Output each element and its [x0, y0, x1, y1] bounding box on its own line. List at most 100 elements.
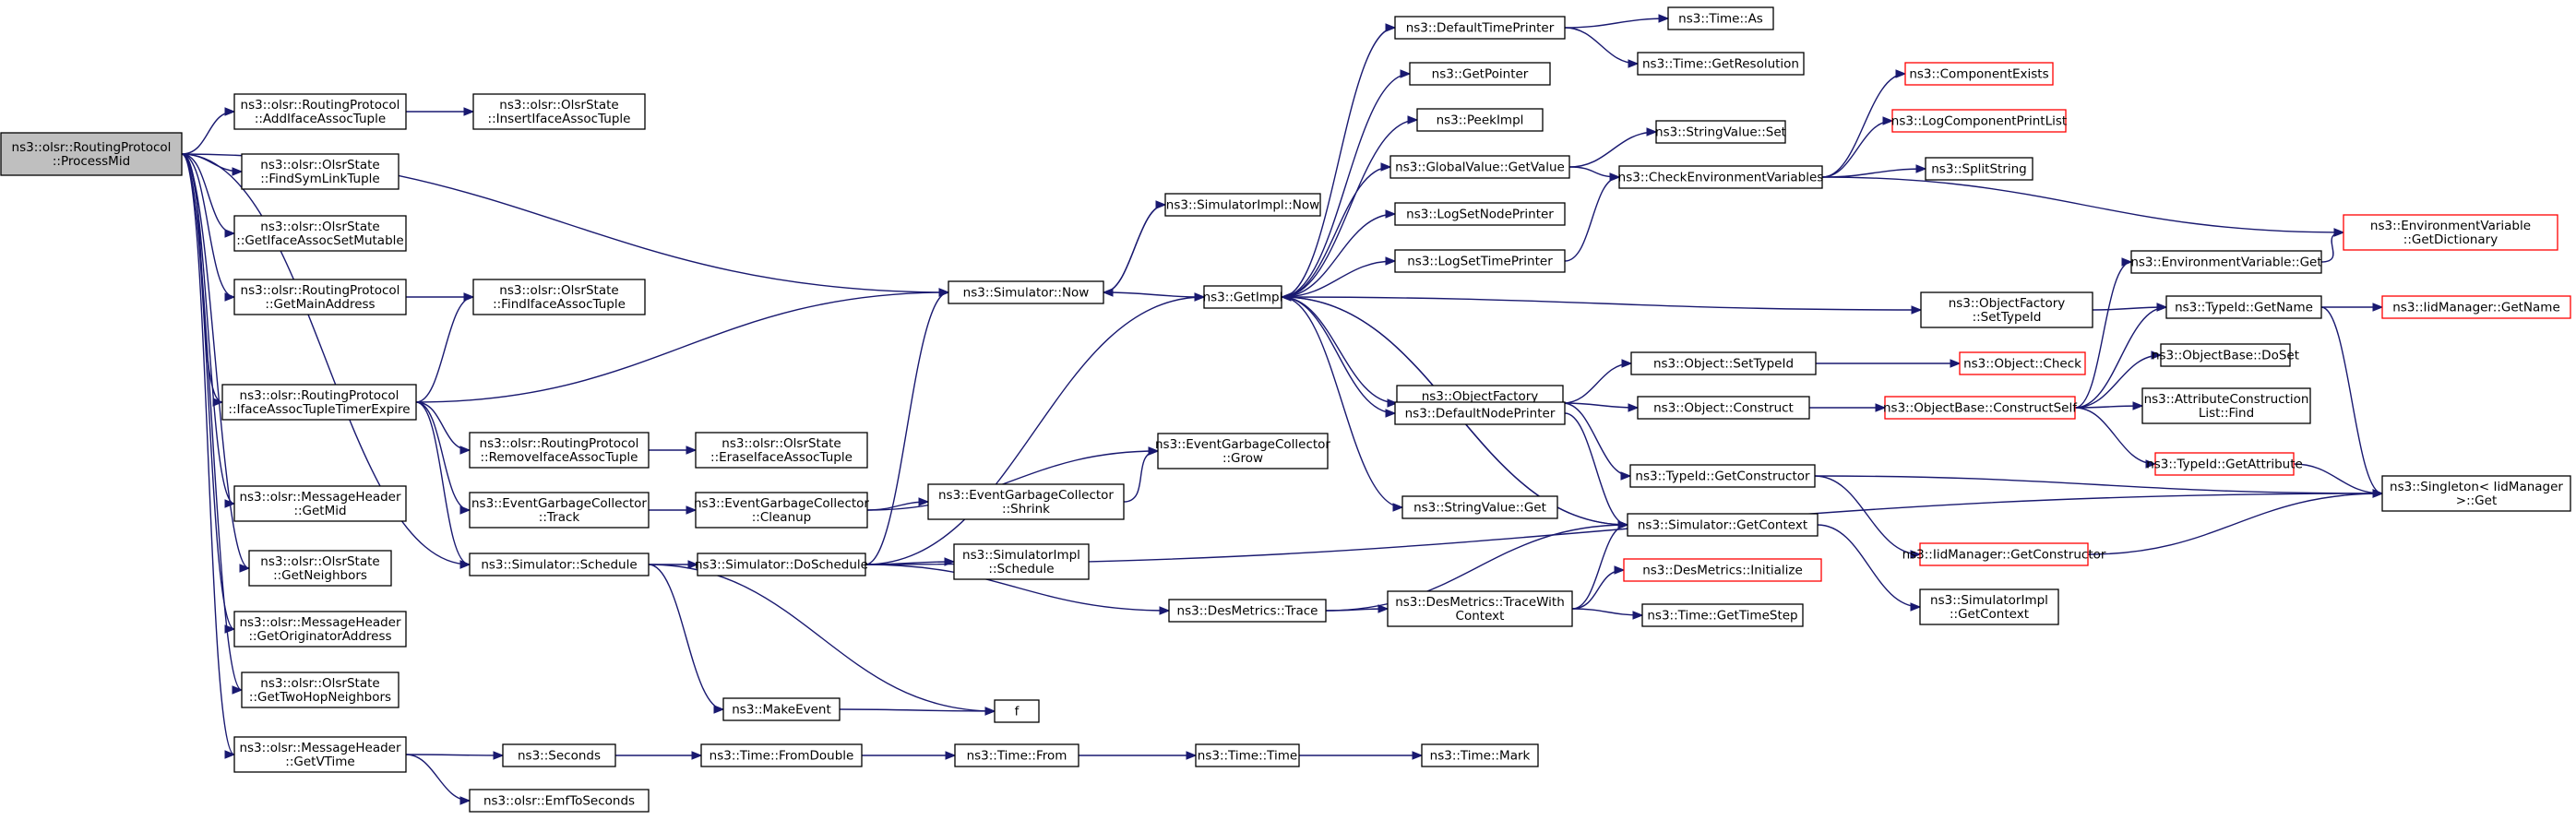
node-label: ns3::Time::GetTimeStep: [1647, 609, 1797, 624]
node-ns3-typeid-getconstructor[interactable]: ns3::TypeId::GetConstructor: [1629, 464, 1816, 488]
node-ns3-eventgarbagecollector-shrink[interactable]: ns3::EventGarbageCollector::Shrink: [927, 483, 1125, 520]
node-label: ns3::olsr::RoutingProtocol: [241, 283, 400, 298]
edge-line: [1281, 296, 1403, 508]
node-ns3-logsetnodeprinter[interactable]: ns3::LogSetNodePrinter: [1394, 202, 1566, 226]
node-ns3-globalvalue-getvalue[interactable]: ns3::GlobalValue::GetValue: [1389, 155, 1570, 179]
node-label: ns3::Time::GetResolution: [1642, 57, 1799, 72]
node-label: ns3::olsr::RoutingProtocol: [240, 388, 400, 403]
node-ns3-simulator-doschedule[interactable]: ns3::Simulator::DoSchedule: [695, 553, 868, 576]
node-ns3-eventgarbagecollector-grow[interactable]: ns3::EventGarbageCollector::Grow: [1155, 433, 1330, 469]
node-ns3-time-mark[interactable]: ns3::Time::Mark: [1421, 743, 1539, 767]
node-ns3-seconds[interactable]: ns3::Seconds: [502, 743, 616, 767]
node-ns3-olsr-routingprotocol-processmid[interactable]: ns3::olsr::RoutingProtocol::ProcessMid: [0, 132, 183, 176]
node-ns3-simulatorimpl-getcontext[interactable]: ns3::SimulatorImpl::GetContext: [1919, 588, 2059, 625]
node-f[interactable]: f: [994, 699, 1040, 723]
node-ns3-singleton-iidmanager-get[interactable]: ns3::Singleton< IidManager>::Get: [2381, 475, 2571, 512]
node-ns3-olsr-olsrstate-eraseifaceassoctuple[interactable]: ns3::olsr::OlsrState::EraseIfaceAssocTup…: [695, 432, 868, 469]
node-ns3-olsr-emftoseconds[interactable]: ns3::olsr::EmfToSeconds: [469, 789, 650, 813]
edge-n42-to-n53: [1571, 565, 1626, 610]
node-ns3-time-fromdouble[interactable]: ns3::Time::FromDouble: [700, 743, 863, 767]
node-ns3-olsr-olsrstate-insertifaceassoctuple[interactable]: ns3::olsr::OlsrState::InsertIfaceAssocTu…: [472, 93, 646, 130]
node-ns3-defaulttimeprinter[interactable]: ns3::DefaultTimePrinter: [1394, 16, 1566, 40]
node-ns3-iidmanager-getconstructor[interactable]: ns3::IidManager::GetConstructor: [1902, 542, 2106, 566]
node-ns3-time-from[interactable]: ns3::Time::From: [954, 743, 1079, 767]
edge-n30-to-n48: [1281, 296, 1923, 315]
edge-n60-to-n58: [2074, 303, 2168, 409]
edge-n39-to-n49: [1562, 359, 1633, 404]
node-ns3-splitstring[interactable]: ns3::SplitString: [1925, 157, 2033, 181]
node-ns3-olsr-olsrstate-gettwohopneighbors[interactable]: ns3::olsr::OlsrState::GetTwoHopNeighbors: [241, 671, 400, 708]
node-label: ns3::EnvironmentVariable::Get: [2130, 256, 2321, 270]
node-ns3-olsr-messageheader-getvtime[interactable]: ns3::olsr::MessageHeader::GetVTime: [233, 736, 407, 773]
node-label: ns3::Time::As: [1678, 12, 1763, 27]
node-box: [953, 543, 1090, 580]
edge-arrowhead: [1385, 23, 1397, 32]
node-ns3-time-as[interactable]: ns3::Time::As: [1667, 6, 1774, 30]
node-ns3-desmetrics-trace[interactable]: ns3::DesMetrics::Trace: [1168, 599, 1327, 623]
node-box: [248, 550, 392, 587]
node-ns3-simulatorimpl-schedule[interactable]: ns3::SimulatorImpl::Schedule: [953, 543, 1090, 580]
node-ns3-componentexists[interactable]: ns3::ComponentExists: [1904, 62, 2054, 86]
node-ns3-olsr-olsrstate-getifaceassocsetmutable[interactable]: ns3::olsr::OlsrState::GetIfaceAssocSetMu…: [233, 215, 407, 252]
node-label: ns3::TypeId::GetName: [2175, 301, 2313, 315]
node-box: [2141, 387, 2311, 424]
node-label: ::Cleanup: [752, 510, 812, 525]
node-label: ns3::AttributeConstruction: [2144, 392, 2309, 407]
node-ns3-logcomponentprintlist[interactable]: ns3::LogComponentPrintList: [1891, 109, 2067, 133]
node-label: ::GetIfaceAssocSetMutable: [236, 233, 403, 248]
node-label: ns3::DefaultNodePrinter: [1405, 407, 1556, 422]
node-ns3-eventgarbagecollector-cleanup[interactable]: ns3::EventGarbageCollector::Cleanup: [694, 492, 869, 529]
node-ns3-object-settypeid[interactable]: ns3::Object::SetTypeId: [1630, 351, 1817, 375]
node-label: ::Grow: [1222, 451, 1263, 466]
node-ns3-olsr-messageheader-getmid[interactable]: ns3::olsr::MessageHeader::GetMid: [233, 485, 407, 522]
edge-arrowhead: [938, 288, 950, 297]
node-ns3-stringvalue-set[interactable]: ns3::StringValue::Set: [1655, 120, 1786, 144]
node-ns3-getimpl[interactable]: ns3::GetImpl: [1203, 285, 1283, 309]
edge-n32-to-n43: [1298, 751, 1424, 760]
edge-n26-to-n25: [1123, 446, 1160, 503]
node-ns3-simulator-getcontext[interactable]: ns3::Simulator::GetContext: [1627, 513, 1819, 537]
node-ns3-makeevent[interactable]: ns3::MakeEvent: [722, 697, 841, 721]
node-ns3-peekimpl[interactable]: ns3::PeekImpl: [1416, 108, 1544, 132]
edge-n30-to-n38: [1281, 256, 1397, 298]
node-ns3-simulator-schedule[interactable]: ns3::Simulator::Schedule: [469, 553, 650, 576]
node-ns3-olsr-routingprotocol-ifaceassoctupletimerexpire[interactable]: ns3::olsr::RoutingProtocol::IfaceAssocTu…: [221, 384, 417, 421]
node-label: List::Find: [2199, 406, 2254, 421]
node-ns3-time-time[interactable]: ns3::Time::Time: [1195, 743, 1300, 767]
node-ns3-logsettimeprinter[interactable]: ns3::LogSetTimePrinter: [1394, 249, 1566, 273]
node-ns3-desmetrics-initialize[interactable]: ns3::DesMetrics::Initialize: [1623, 558, 1822, 582]
node-ns3-environmentvariable-get[interactable]: ns3::EnvironmentVariable::Get: [2130, 250, 2322, 274]
node-ns3-olsr-olsrstate-getneighbors[interactable]: ns3::olsr::OlsrState::GetNeighbors: [248, 550, 392, 587]
node-ns3-objectbase-doset[interactable]: ns3::ObjectBase::DoSet: [2152, 343, 2299, 367]
node-label: ns3::EventGarbageCollector: [1155, 437, 1330, 452]
edge-line: [2074, 306, 2167, 409]
node-ns3-object-construct[interactable]: ns3::Object::Construct: [1637, 396, 1810, 420]
edge-arrowhead: [1392, 503, 1404, 512]
node-ns3-olsr-routingprotocol-addifaceassoctuple[interactable]: ns3::olsr::RoutingProtocol::AddIfaceAsso…: [233, 93, 407, 130]
node-box: [1891, 109, 2067, 133]
node-ns3-getpointer[interactable]: ns3::GetPointer: [1409, 62, 1551, 86]
node-ns3-olsr-routingprotocol-getmainaddress[interactable]: ns3::olsr::RoutingProtocol::GetMainAddre…: [233, 279, 407, 315]
node-ns3-typeid-getname[interactable]: ns3::TypeId::GetName: [2165, 295, 2322, 319]
node-ns3-iidmanager-getname[interactable]: ns3::IidManager::GetName: [2381, 295, 2571, 319]
node-ns3-olsr-olsrstate-findsymlinktuple[interactable]: ns3::olsr::OlsrState::FindSymLinkTuple: [241, 153, 400, 190]
node-ns3-olsr-olsrstate-findifaceassoctuple[interactable]: ns3::olsr::OlsrState::FindIfaceAssocTupl…: [472, 279, 646, 315]
node-ns3-time-getresolution[interactable]: ns3::Time::GetResolution: [1637, 52, 1805, 76]
node-ns3-environmentvariable-getdictionary[interactable]: ns3::EnvironmentVariable::GetDictionary: [2343, 214, 2558, 251]
node-ns3-eventgarbagecollector-track[interactable]: ns3::EventGarbageCollector::Track: [469, 492, 650, 529]
node-ns3-olsr-messageheader-getoriginatoraddress[interactable]: ns3::olsr::MessageHeader::GetOriginatorA…: [233, 611, 407, 648]
node-ns3-objectbase-constructself[interactable]: ns3::ObjectBase::ConstructSelf: [1883, 396, 2078, 420]
node-ns3-simulatorimpl-now[interactable]: ns3::SimulatorImpl::Now: [1164, 193, 1321, 217]
node-ns3-defaultnodeprinter[interactable]: ns3::DefaultNodePrinter: [1394, 401, 1566, 425]
node-ns3-checkenvironmentvariables[interactable]: ns3::CheckEnvironmentVariables: [1618, 165, 1824, 189]
edge-n33-to-n44: [1564, 14, 1670, 29]
node-ns3-object-check[interactable]: ns3::Object::Check: [1959, 351, 2086, 375]
node-ns3-simulator-now[interactable]: ns3::Simulator::Now: [948, 280, 1104, 304]
node-ns3-objectfactory-settypeid[interactable]: ns3::ObjectFactory::SetTypeId: [1920, 291, 2093, 328]
node-ns3-typeid-getattribute[interactable]: ns3::TypeId::GetAttribute: [2146, 452, 2303, 476]
node-ns3-olsr-routingprotocol-removeifaceassoctuple[interactable]: ns3::olsr::RoutingProtocol::RemoveIfaceA…: [469, 432, 650, 469]
node-ns3-time-gettimestep[interactable]: ns3::Time::GetTimeStep: [1641, 603, 1804, 627]
node-ns3-stringvalue-get[interactable]: ns3::StringValue::Get: [1401, 495, 1558, 519]
